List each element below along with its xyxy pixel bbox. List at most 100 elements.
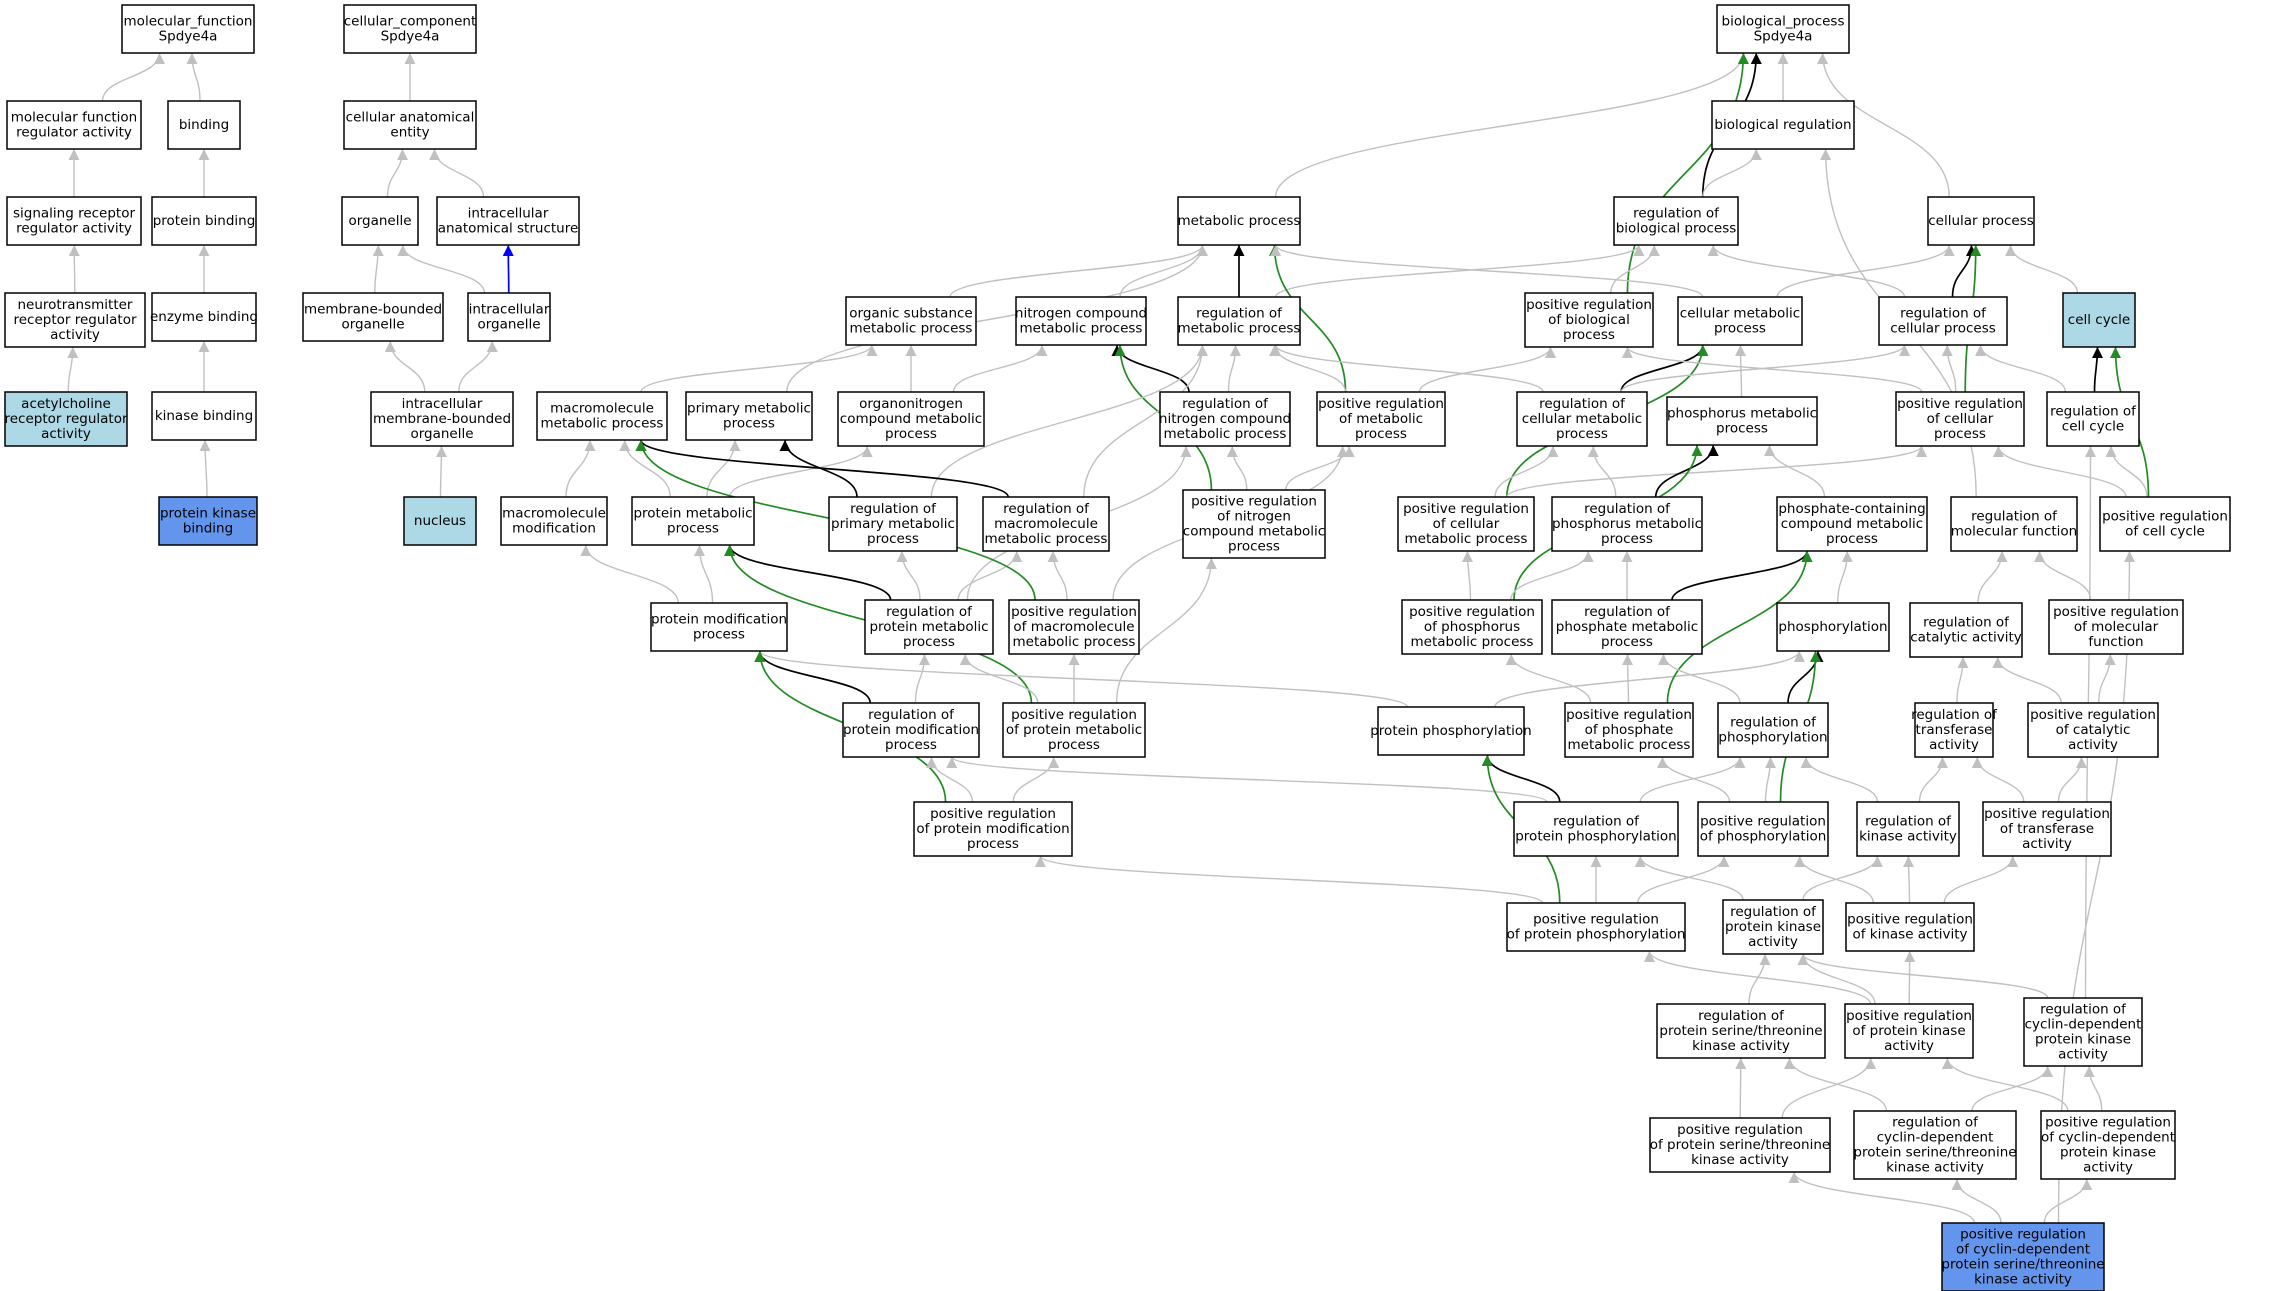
node-box (302, 292, 444, 342)
edge-posregncmp-to-posregmp (1285, 445, 1355, 491)
go-term-node-protbind[interactable]: protein binding (151, 196, 257, 246)
node-label-line: activity (2068, 737, 2118, 753)
node-label-line: metabolic process (985, 531, 1108, 547)
go-term-node-metab[interactable]: metabolic process (1177, 196, 1301, 246)
node-label-line: protein phosphorylation (1370, 723, 1532, 739)
node-label-line: membrane-bounded (373, 411, 511, 427)
go-term-node-cellcycle[interactable]: cell cycle (2062, 292, 2136, 348)
go-term-node-nucleus[interactable]: nucleus (403, 496, 477, 546)
node-label-line: positive regulation (1533, 912, 1659, 928)
node-box (1002, 702, 1146, 758)
node-label-line: cell cycle (2068, 312, 2130, 328)
node-label-line: process (1934, 426, 1986, 442)
edge-posregprotphos-to-posregprotmod (1035, 855, 1544, 904)
go-term-node-organelle[interactable]: organelle (341, 196, 419, 246)
edge-regcp-to-regbp (1707, 244, 1906, 298)
go-term-node-cellproc[interactable]: cellular process (1927, 196, 2035, 246)
go-term-node-bioreg[interactable]: biological regulation (1711, 100, 1855, 150)
go-term-node-kinbind[interactable]: kinase binding (151, 391, 257, 441)
edge-posregcatact-to-posregmf (2098, 653, 2116, 704)
node-label-line: activity (1884, 1038, 1934, 1054)
node-label-line: protein serine/threonine (1941, 1257, 2104, 1273)
node-label-line: of biological (1548, 312, 1630, 328)
node-label-line: Spdye4a (159, 29, 218, 45)
node-box (828, 496, 958, 552)
go-term-node-binding[interactable]: binding (167, 100, 241, 150)
node-label-line: cellular metabolic (1522, 411, 1642, 427)
go-term-node-enzbind[interactable]: enzyme binding (150, 292, 258, 342)
edge-cellcycle-to-cellproc (2005, 244, 2079, 294)
go-term-node-protphos[interactable]: protein phosphorylation (1370, 706, 1532, 756)
go-term-node-phosphorylation[interactable]: phosphorylation (1776, 602, 1890, 652)
node-box (982, 496, 1110, 552)
